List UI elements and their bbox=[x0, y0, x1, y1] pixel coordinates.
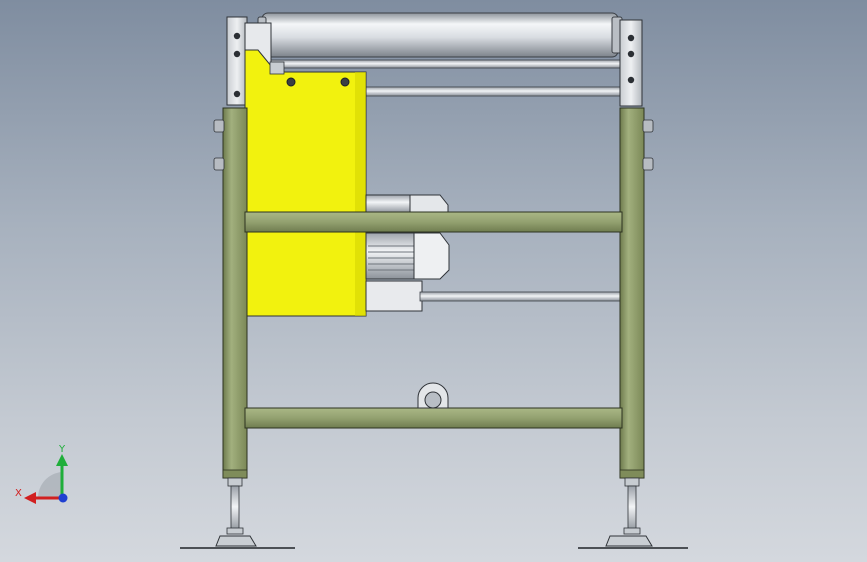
cable-clamp bbox=[417, 382, 449, 409]
middle-shaft bbox=[359, 86, 623, 97]
z-axis-dot-icon bbox=[58, 493, 68, 503]
right-leveling-foot bbox=[605, 477, 653, 547]
x-axis-label: X bbox=[15, 488, 22, 499]
left-leveling-foot bbox=[215, 477, 257, 547]
triad-plane bbox=[37, 472, 62, 498]
left-leg bbox=[222, 107, 248, 479]
x-axis-arrow-icon bbox=[24, 492, 36, 504]
upper-shaft bbox=[265, 59, 623, 69]
yellow-guard-housing bbox=[244, 49, 367, 317]
right-side-bracket bbox=[619, 19, 643, 107]
upper-crossbar bbox=[244, 211, 623, 233]
lower-shaft bbox=[419, 291, 623, 302]
right-leg bbox=[619, 107, 645, 479]
leg-bolts bbox=[213, 119, 654, 171]
lower-crossbar bbox=[244, 407, 623, 429]
coordinate-triad: Y X bbox=[15, 444, 68, 504]
y-axis-label: Y bbox=[58, 444, 66, 455]
top-roller bbox=[257, 12, 623, 58]
gear-motor bbox=[365, 194, 450, 312]
y-axis-arrow-icon bbox=[56, 454, 68, 466]
